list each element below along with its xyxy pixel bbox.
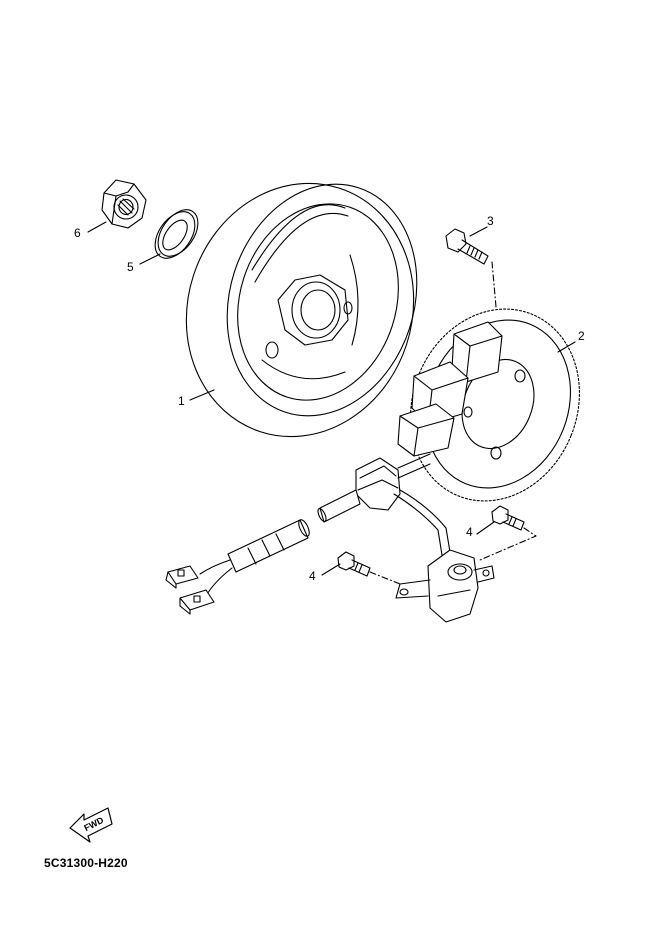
callout-4-right: 4	[466, 525, 473, 539]
leader-4-right	[476, 521, 495, 535]
stator-screw[interactable]	[445, 228, 489, 265]
assembly-line-4-left	[369, 571, 401, 585]
callout-6: 6	[74, 226, 81, 240]
washer[interactable]	[147, 203, 206, 266]
pickup-screw-right[interactable]	[491, 505, 525, 531]
assembly-line-4-right	[479, 527, 537, 561]
leader-3	[469, 226, 488, 237]
callout-3: 3	[487, 214, 494, 228]
leader-6	[87, 221, 107, 233]
pickup-coil[interactable]	[395, 549, 495, 623]
assembly-line-3	[491, 261, 498, 319]
callout-4-left: 4	[309, 569, 316, 583]
leader-4-left	[321, 563, 341, 576]
flywheel-rotor[interactable]	[154, 154, 446, 467]
wire-harness[interactable]	[165, 453, 451, 615]
stator-assembly[interactable]	[382, 283, 607, 526]
pickup-screw-left[interactable]	[337, 551, 371, 577]
callout-5: 5	[127, 260, 134, 274]
callout-2: 2	[578, 329, 585, 343]
flywheel-nut[interactable]	[101, 179, 147, 229]
diagram-code: 5C31300-H220	[44, 856, 128, 870]
leader-5	[139, 253, 161, 265]
leader-2	[557, 341, 576, 353]
callout-1: 1	[178, 394, 185, 408]
fwd-arrow-icon: FWD	[69, 807, 113, 843]
leader-1	[189, 389, 215, 401]
